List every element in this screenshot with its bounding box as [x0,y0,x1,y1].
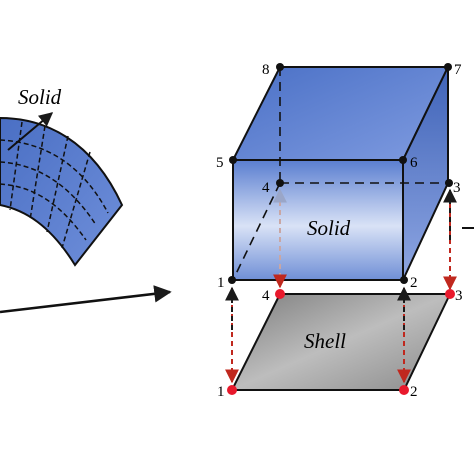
transition-arrow [0,285,172,314]
shell-node-1-dot [227,385,237,395]
solid-node-6-label: 6 [410,155,418,171]
solid-box [231,66,450,281]
box-solid-label: Solid [307,216,351,240]
solid-node-4-dot [276,179,284,187]
solid-node-3-label: 3 [453,180,461,196]
solid-node-1-label: 1 [217,275,225,291]
solid-node-6-dot [399,156,407,164]
box-hidden-edges [232,67,448,281]
shell-node-4-dot [275,289,285,299]
shell-label: Shell [304,329,346,353]
solid-node-4-label: 4 [262,180,270,196]
solid-node-8-dot [276,63,284,71]
shell-node-1-label: 1 [217,384,225,400]
solid-node-3-dot [445,179,453,187]
coupling-arrows [225,188,474,384]
solid-node-2-dot [400,276,408,284]
solid-node-8-label: 8 [262,62,270,78]
solid-node-2-label: 2 [410,275,418,291]
solid-node-5-label: 5 [216,155,224,171]
shell-node-4-label: 4 [262,288,270,304]
shell-node-2-dot [399,385,409,395]
solid-node-dots [228,63,453,284]
mesh-grid-lines [0,121,109,249]
shell-node-2-label: 2 [410,384,418,400]
left-solid-pointer-arrow [7,112,54,151]
shell-node-3-dot [445,289,455,299]
solid-node-1-dot [228,276,236,284]
solid-node-7-dot [444,63,452,71]
shell-node-dots [227,289,455,395]
solid-node-7-label: 7 [454,62,462,78]
solid-node-5-dot [229,156,237,164]
box-front-face [232,159,404,281]
shell-node-3-label: 3 [455,288,463,304]
node-labels: 1 2 3 4 5 6 7 8 1 2 3 4 [216,62,463,400]
left-solid-label: Solid [18,85,62,109]
